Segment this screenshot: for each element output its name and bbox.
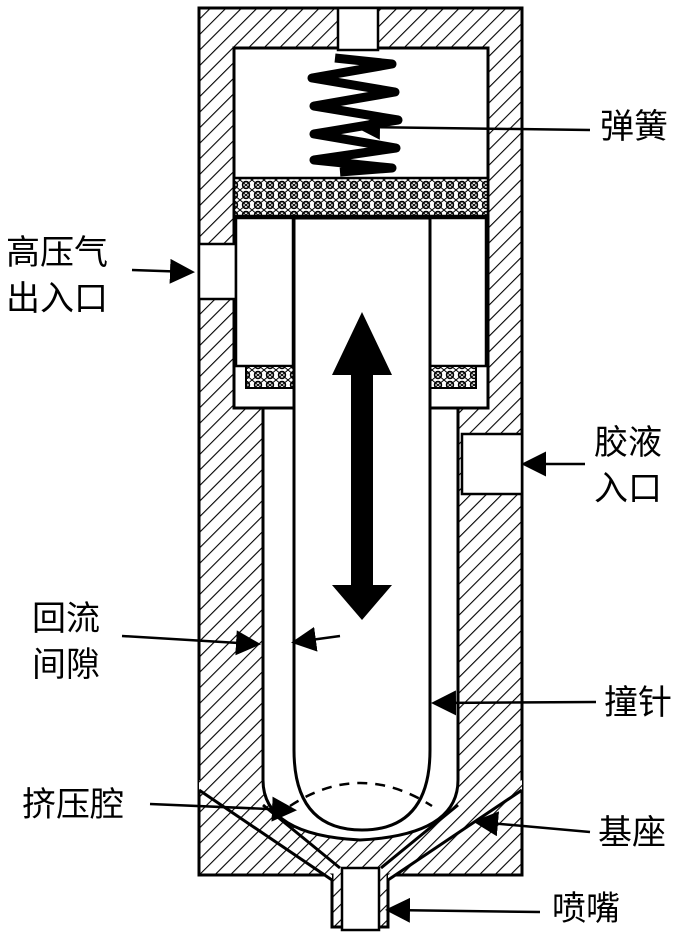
glue-inlet-port — [460, 432, 524, 496]
right-plug — [428, 216, 488, 368]
squeeze-chamber-outline — [289, 781, 433, 808]
spring-leader — [355, 114, 591, 140]
base-cone-right — [388, 780, 522, 880]
piston-plate — [232, 176, 490, 218]
base-label: 基座 — [598, 813, 666, 853]
top-vent — [336, 6, 380, 52]
return-gap-leader-2 — [291, 626, 341, 652]
base-outline-right — [387, 788, 523, 882]
spring-coil — [307, 53, 403, 177]
motion-double-arrow — [332, 312, 392, 620]
nozzle-leader — [385, 897, 541, 923]
base-leader — [473, 811, 591, 837]
gas-port-leader — [131, 258, 195, 284]
gas-outlet-label-line2: 出入口 — [6, 279, 108, 319]
left-seal — [245, 365, 295, 389]
glue-inlet-label-line1: 胶液 — [594, 423, 662, 463]
nozzle-label: 喷嘴 — [552, 889, 620, 929]
squeeze-chamber-label: 挤压腔 — [22, 785, 124, 825]
spring-label: 弹簧 — [600, 107, 668, 147]
left-plug — [234, 216, 295, 368]
base-outline-left — [198, 788, 333, 882]
inner-cone-right — [380, 803, 459, 870]
return-gap-leader-1 — [121, 630, 261, 656]
gas-port — [197, 242, 238, 301]
striker-label: 撞针 — [604, 683, 672, 723]
squeeze-chamber-leader — [149, 796, 297, 822]
return-gap-label-line1: 回流 — [32, 599, 100, 639]
striker-leader — [431, 690, 597, 716]
gas-outlet-label-line1: 高压气 — [6, 233, 108, 273]
nozzle-channel — [340, 866, 381, 932]
return-gap-label-line2: 间隙 — [32, 645, 100, 685]
glue-inlet-label-line2: 入口 — [594, 469, 662, 509]
base-cone — [199, 780, 332, 880]
right-seal — [429, 365, 477, 389]
